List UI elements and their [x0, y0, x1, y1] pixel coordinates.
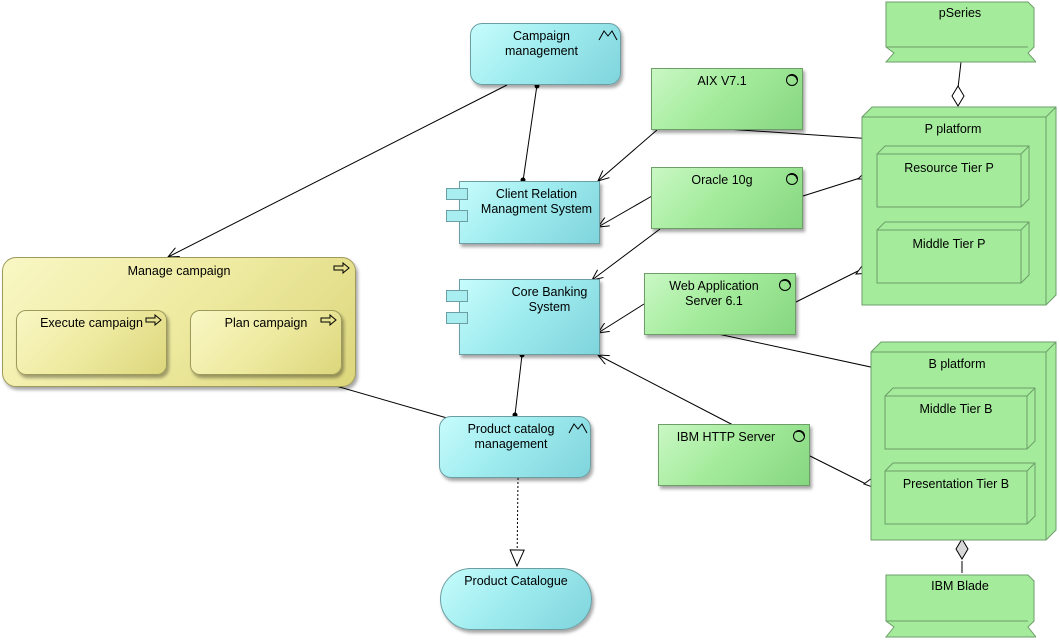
- product-catalogue-label: Product Catalogue: [464, 574, 568, 588]
- resource-tier-p-label: Resource Tier P: [904, 161, 994, 175]
- ihs-system-software[interactable]: IBM HTTP Server: [658, 424, 810, 486]
- aix-label: AIX V7.1: [697, 74, 747, 88]
- presentation-tier-b-label: Presentation Tier B: [902, 477, 1010, 491]
- campaign-management-service[interactable]: Campaign management: [470, 23, 621, 85]
- middle-tier-p-node[interactable]: Middle Tier P: [876, 221, 1032, 285]
- application-component-icon: [446, 188, 468, 200]
- edge-campaign-to-manage: [168, 84, 508, 257]
- node-icon: [884, 462, 1036, 525]
- middle-tier-b-label: Middle Tier B: [919, 402, 993, 416]
- product-catalogue[interactable]: Product Catalogue: [440, 568, 592, 630]
- process-icon: [333, 262, 350, 274]
- pseries-label: pSeries: [938, 6, 982, 20]
- p-platform-label: P platform: [924, 122, 982, 136]
- presentation-tier-b-node[interactable]: Presentation Tier B: [884, 462, 1038, 526]
- edge-product-realization: [517, 477, 518, 566]
- execute-campaign-label: Execute campaign: [40, 316, 143, 330]
- device-icon: [884, 1, 1036, 63]
- middle-tier-p-label: Middle Tier P: [912, 237, 986, 251]
- oracle-system-software[interactable]: Oracle 10g: [651, 167, 803, 229]
- process-icon: [320, 314, 337, 326]
- campaign-management-label: Campaign management: [505, 29, 578, 58]
- crm-label: Client Relation Managment System: [480, 187, 593, 216]
- oracle-label: Oracle 10g: [691, 173, 753, 187]
- system-software-icon: [779, 279, 791, 291]
- application-component-icon: [446, 312, 468, 324]
- aix-system-software[interactable]: AIX V7.1: [651, 68, 803, 130]
- edge-pseries-to-pplatform: [957, 61, 962, 89]
- edge-core-to-product: [514, 354, 523, 416]
- process-icon: [145, 314, 162, 326]
- system-software-icon: [793, 430, 805, 442]
- crm-component[interactable]: Client Relation Managment System: [459, 181, 600, 244]
- resource-tier-p-node[interactable]: Resource Tier P: [876, 145, 1032, 209]
- device-icon: [884, 574, 1036, 638]
- ibm-blade-device[interactable]: IBM Blade: [884, 573, 1036, 639]
- business-service-icon: [568, 423, 588, 434]
- b-platform-label: B platform: [928, 357, 986, 371]
- system-software-icon: [786, 74, 798, 86]
- ihs-label: IBM HTTP Server: [676, 430, 776, 444]
- edge-oracle-to-core: [592, 228, 661, 280]
- diamond-blade-bplatform: [955, 538, 969, 560]
- pseries-device[interactable]: pSeries: [884, 0, 1036, 64]
- node-icon: [876, 221, 1030, 284]
- middle-tier-b-node[interactable]: Middle Tier B: [884, 387, 1038, 451]
- edge-aix-to-crm: [598, 129, 658, 181]
- application-component-icon: [446, 210, 468, 222]
- edge-was-to-core: [598, 303, 645, 333]
- edge-campaign-to-crm: [522, 84, 538, 182]
- node-icon: [884, 387, 1036, 450]
- product-catalog-management-label: Product catalog management: [467, 422, 555, 451]
- edge-oracle-to-crm: [598, 195, 653, 227]
- edge-was-to-middle-p: [795, 270, 859, 303]
- ibm-blade-label: IBM Blade: [931, 579, 989, 593]
- plan-campaign-label: Plan campaign: [224, 316, 308, 330]
- edge-oracle-to-resource: [802, 177, 861, 197]
- node-icon: [876, 145, 1030, 208]
- business-service-icon: [598, 30, 618, 41]
- was-label: Web Application Server 6.1: [669, 279, 759, 308]
- core-banking-component[interactable]: Core Banking System: [459, 279, 600, 355]
- product-catalog-management-service[interactable]: Product catalog management: [439, 416, 591, 478]
- execute-campaign-process[interactable]: Execute campaign: [16, 310, 167, 375]
- core-banking-label: Core Banking System: [511, 285, 588, 314]
- manage-campaign-label: Manage campaign: [127, 264, 231, 278]
- was-system-software[interactable]: Web Application Server 6.1: [644, 273, 796, 335]
- plan-campaign-process[interactable]: Plan campaign: [190, 310, 342, 375]
- diamond-pseries-pplatform: [951, 85, 965, 107]
- application-component-icon: [446, 290, 468, 302]
- edge-ihs-to-core: [598, 355, 734, 426]
- edge-ihs-to-presentation: [809, 455, 867, 485]
- system-software-icon: [786, 173, 798, 185]
